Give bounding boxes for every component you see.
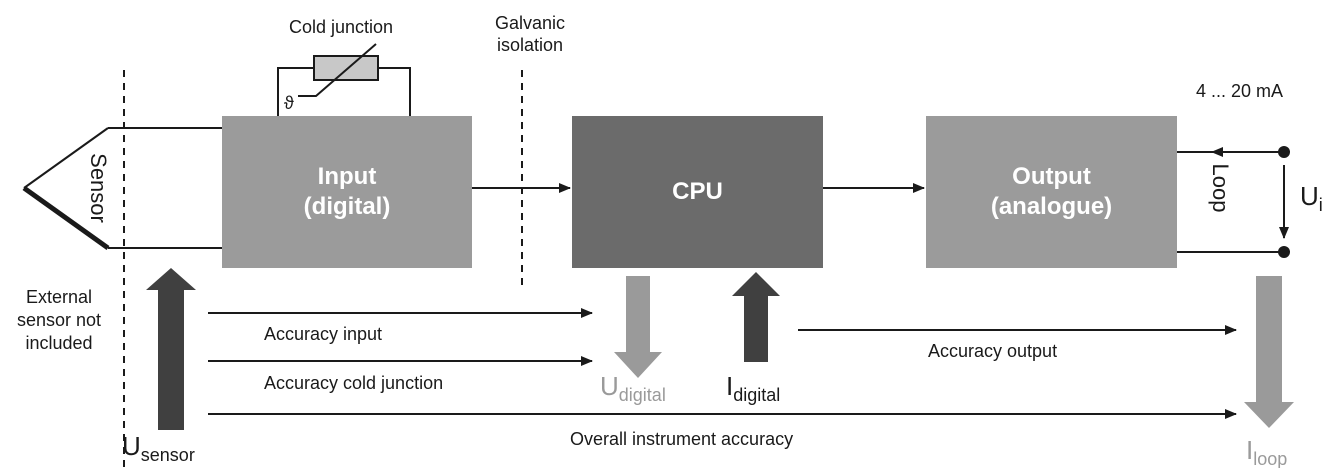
u-digital-block-arrow (614, 276, 662, 378)
u-sensor-sub: sensor (140, 445, 195, 465)
theta-symbol: ϑ (284, 93, 294, 113)
loop-wiring (1177, 146, 1290, 258)
output-block-title: Output (1012, 163, 1091, 190)
i-digital-main: I (726, 371, 734, 401)
u-sensor-block-arrow (146, 268, 196, 430)
accuracy-input-label: Accuracy input (264, 324, 383, 344)
cpu-block-title: CPU (672, 178, 723, 205)
galvanic-label-line1: Galvanic (494, 13, 566, 33)
current-range-label: 4 ... 20 mA (1196, 81, 1284, 101)
i-loop-sub: loop (1253, 449, 1288, 468)
external-note-line2: sensor not (16, 310, 102, 330)
i-loop-main: I (1246, 435, 1254, 465)
u-sensor-symbol: Usensor (122, 432, 195, 468)
u-digital-sub: digital (618, 385, 666, 405)
input-block-subtitle: (digital) (303, 193, 391, 220)
galvanic-label-line2: isolation (496, 35, 564, 55)
galvanic-isolation-label: Galvanic isolation (470, 12, 590, 56)
u-i-main: U (1300, 181, 1319, 211)
u-digital-symbol: Udigital (600, 372, 666, 409)
i-digital-block-arrow (732, 272, 780, 362)
accuracy-cold-junction-label: Accuracy cold junction (264, 373, 444, 393)
u-i-sub: i (1318, 195, 1323, 215)
sensor-probe-icon (22, 127, 222, 251)
cpu-block: CPU (572, 116, 823, 268)
external-note-line1: External (25, 287, 93, 307)
output-block-subtitle: (analogue) (990, 193, 1113, 220)
i-loop-block-arrow (1244, 276, 1294, 428)
input-digital-block: Input (digital) (222, 116, 472, 268)
external-sensor-note: External sensor not included (0, 286, 118, 355)
u-i-symbol: Ui (1300, 182, 1323, 219)
u-digital-main: U (600, 371, 619, 401)
sensor-label: Sensor (86, 153, 111, 223)
i-digital-symbol: Idigital (726, 372, 780, 409)
cold-junction-thermistor-icon (277, 43, 411, 128)
i-loop-symbol: Iloop (1246, 436, 1287, 468)
cold-junction-label: Cold junction (289, 17, 394, 37)
u-sensor-main: U (122, 431, 141, 461)
i-digital-sub: digital (733, 385, 781, 405)
loop-label: Loop (1208, 163, 1233, 213)
output-analogue-block: Output (analogue) (926, 116, 1177, 268)
overall-accuracy-label: Overall instrument accuracy (570, 429, 794, 449)
external-note-line3: included (25, 333, 93, 353)
input-block-title: Input (317, 163, 377, 190)
accuracy-output-label: Accuracy output (928, 341, 1058, 361)
